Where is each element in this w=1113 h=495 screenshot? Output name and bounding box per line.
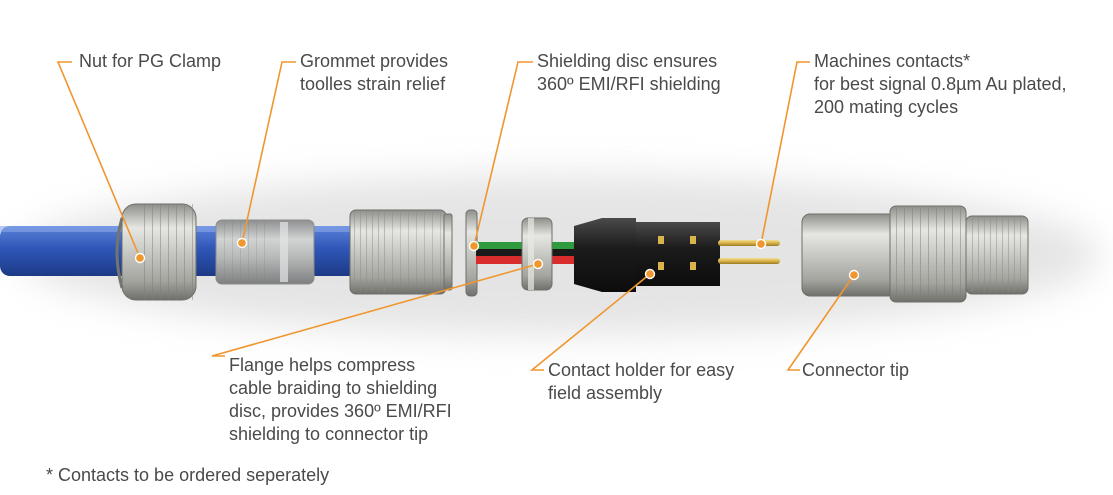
label-flange-line-2: cable braiding to shielding — [229, 378, 438, 398]
leader-lines — [56, 61, 855, 371]
label-contacts-line-2: for best signal 0.8µm Au plated, — [814, 74, 1067, 94]
label-holder-line-2: field assembly — [548, 383, 663, 403]
contact-holder — [574, 218, 720, 292]
flange — [521, 217, 553, 291]
label-tip: Connector tip — [802, 359, 909, 382]
label-flange: Flange helps compress cable braiding to … — [229, 354, 452, 446]
leader-grommet — [241, 61, 296, 244]
label-grommet-line-1: Grommet provides — [300, 51, 449, 71]
leader-tip — [786, 274, 855, 371]
label-contacts: Machines contacts* for best signal 0.8µm… — [814, 50, 1067, 119]
label-contacts-line-1: Machines contacts* — [814, 51, 971, 71]
leader-dots — [134, 237, 860, 281]
threaded-body — [349, 209, 453, 295]
label-grommet-line-2: toolles strain relief — [300, 74, 446, 94]
label-shield-disc: Shielding disc ensures 360º EMI/RFI shie… — [537, 50, 721, 96]
label-tip-line: Connector tip — [802, 360, 910, 380]
leader-shield-disc — [473, 61, 533, 247]
leader-nut — [56, 61, 141, 259]
leader-holder — [529, 273, 651, 371]
label-flange-line-4: shielding to connector tip — [229, 424, 429, 444]
pg-clamp-nut — [115, 203, 197, 301]
label-holder: Contact holder for easy field assembly — [548, 359, 734, 405]
leader-contacts — [760, 61, 810, 245]
label-flange-line-3: disc, provides 360º EMI/RFI — [229, 401, 452, 421]
label-nut: Nut for PG Clamp — [79, 50, 221, 73]
label-shield-disc-line-1: Shielding disc ensures — [537, 51, 718, 71]
label-flange-line-1: Flange helps compress — [229, 355, 416, 375]
grommet — [215, 219, 315, 285]
leader-flange — [211, 263, 539, 357]
label-shield-disc-line-2: 360º EMI/RFI shielding — [537, 74, 721, 94]
label-grommet: Grommet provides toolles strain relief — [300, 50, 448, 96]
connector-tip — [801, 205, 1029, 303]
label-holder-line-1: Contact holder for easy — [548, 360, 735, 380]
label-nut-line: Nut for PG Clamp — [79, 51, 222, 71]
label-contacts-line-3: 200 mating cycles — [814, 97, 959, 117]
footnote: * Contacts to be ordered seperately — [46, 465, 330, 485]
